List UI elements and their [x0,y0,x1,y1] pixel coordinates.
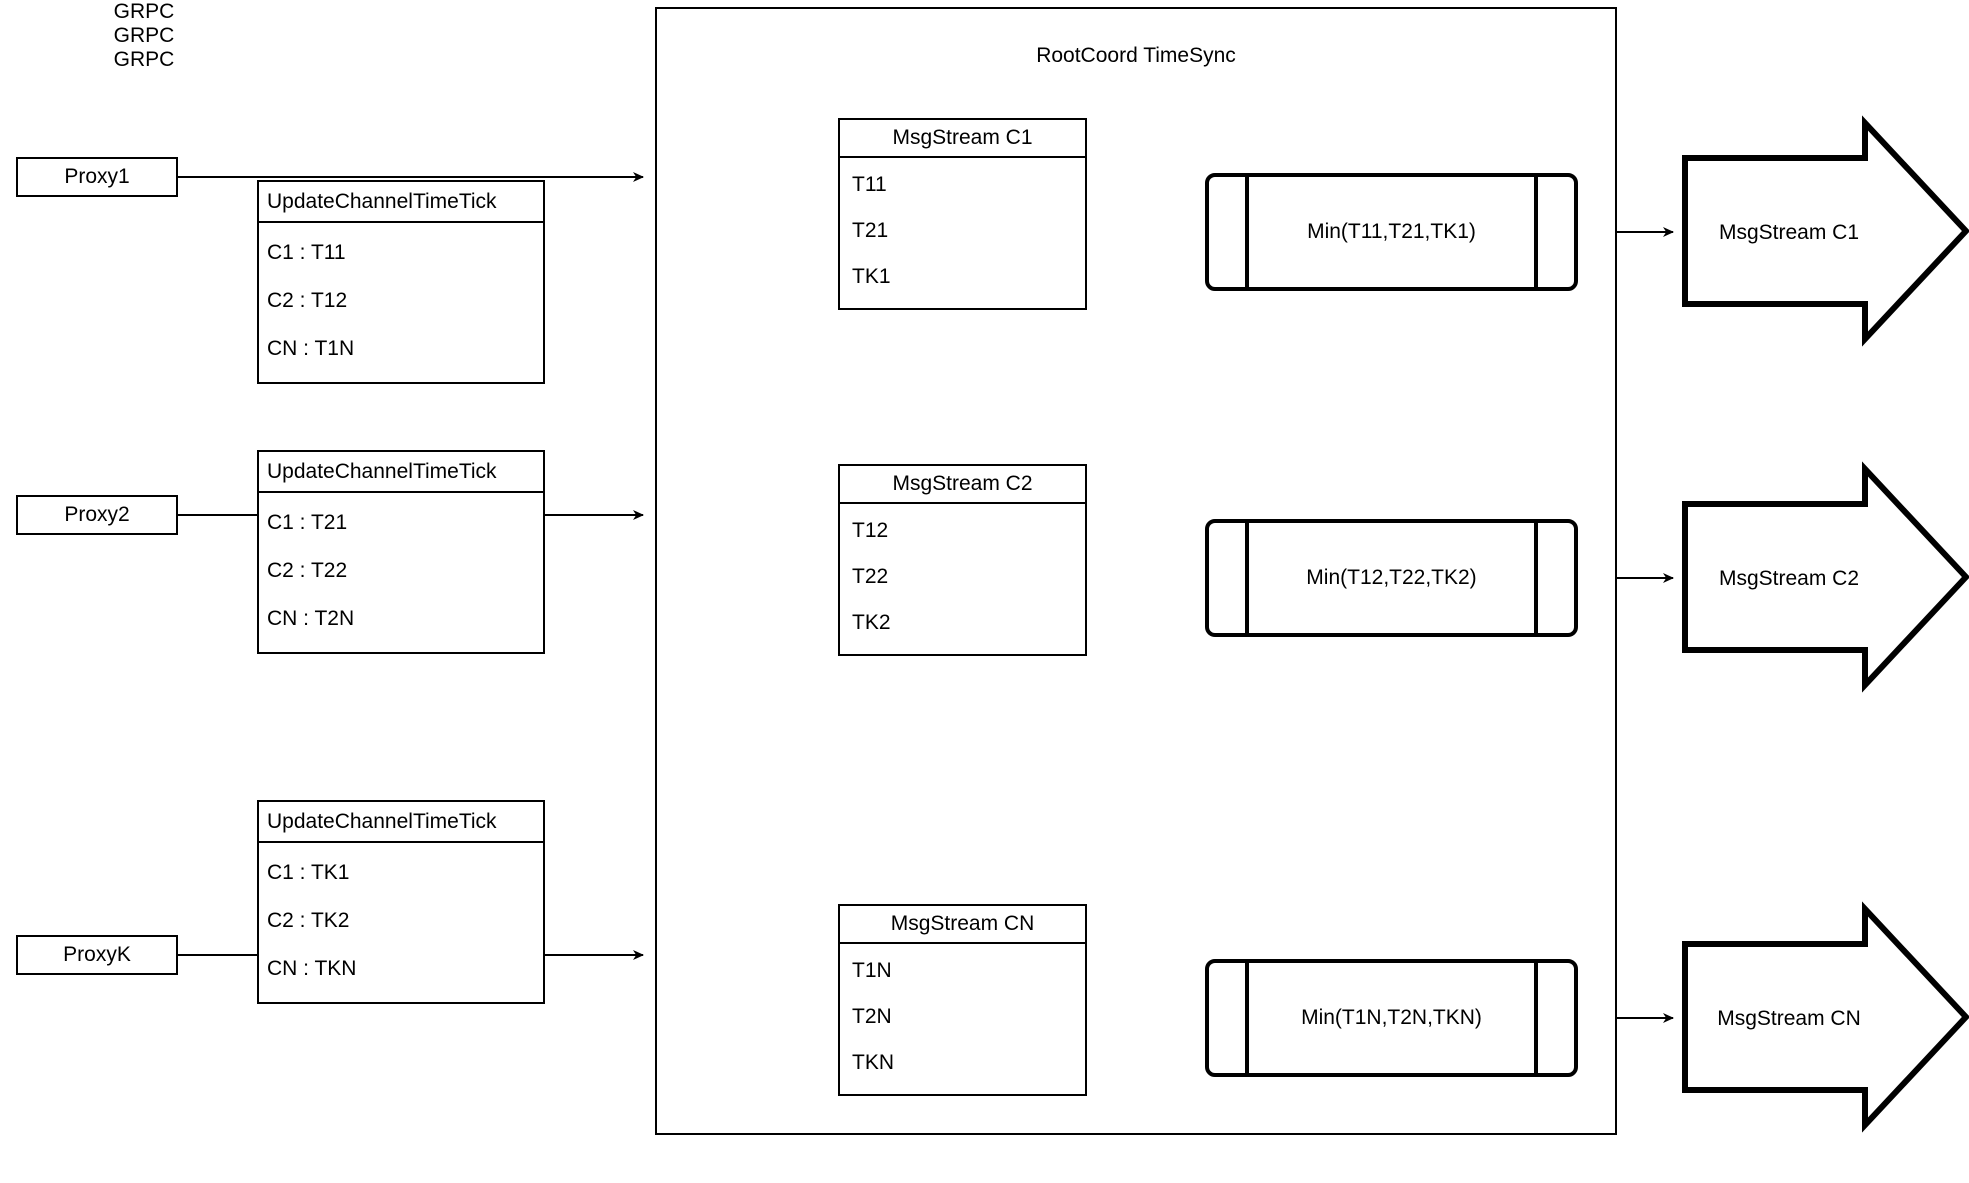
output-arrow-label-2: MsgStream C2 [1719,567,1859,590]
min-process-box-3: Min(T1N,T2N,TKN) [1205,959,1578,1077]
msgstream-row: TK1 [852,265,891,289]
msgstream-body-2: T12 T22 TK2 [840,504,1085,654]
tick-row: C1 : T21 [267,511,348,535]
grpc-label-3: GRPC [113,48,175,71]
grpc-label-1: GRPC [113,0,175,23]
tick-row: C2 : T22 [267,558,348,582]
msgstream-row: TKN [852,1051,894,1075]
tick-row: C2 : T12 [267,288,348,312]
min-process-label-2: Min(T12,T22,TK2) [1306,566,1477,589]
tick-table-body-3: C1 : TK1 C2 : TK2 CN : TKN [259,843,543,1002]
msgstream-row: T12 [852,519,889,543]
min-process-box-1: Min(T11,T21,TK1) [1205,173,1578,291]
msgstream-row: T1N [852,959,892,983]
output-arrow-2: MsgStream C2 [1682,461,1969,693]
tick-row: CN : T1N [267,336,355,360]
update-channel-timetick-table-2: UpdateChannelTimeTick C1 : T21 C2 : T22 … [257,450,545,654]
proxy-label-2: Proxy2 [64,503,130,526]
proxy-box-2[interactable]: Proxy2 [16,495,178,535]
rootcoord-timesync-title: RootCoord TimeSync [1036,44,1236,67]
output-arrow-label-3: MsgStream CN [1717,1007,1861,1030]
min-process-label-3: Min(T1N,T2N,TKN) [1301,1006,1482,1029]
msgstream-table-3: MsgStream CN T1N T2N TKN [838,904,1087,1096]
msgstream-header-3: MsgStream CN [840,906,1085,944]
update-channel-timetick-table-3: UpdateChannelTimeTick C1 : TK1 C2 : TK2 … [257,800,545,1004]
tick-row: C1 : TK1 [267,861,350,885]
proxy-box-1[interactable]: Proxy1 [16,157,178,197]
output-arrow-1: MsgStream C1 [1682,115,1969,347]
output-arrow-label-1: MsgStream C1 [1719,221,1859,244]
msgstream-header-1: MsgStream C1 [840,120,1085,158]
tick-table-body-1: C1 : T11 C2 : T12 CN : T1N [259,223,543,382]
proxy-label-3: ProxyK [63,943,131,966]
msgstream-body-3: T1N T2N TKN [840,944,1085,1094]
tick-row: C2 : TK2 [267,908,350,932]
process-bar-left-icon [1245,963,1249,1073]
msgstream-row: T2N [852,1005,892,1029]
min-process-box-2: Min(T12,T22,TK2) [1205,519,1578,637]
grpc-label-2: GRPC [113,24,175,47]
process-bar-right-icon [1534,523,1538,633]
msgstream-table-2: MsgStream C2 T12 T22 TK2 [838,464,1087,656]
msgstream-body-1: T11 T21 TK1 [840,158,1085,308]
tick-row: CN : TKN [267,956,357,980]
output-arrow-3: MsgStream CN [1682,901,1969,1133]
msgstream-table-1: MsgStream C1 T11 T21 TK1 [838,118,1087,310]
msgstream-row: T11 [852,173,887,197]
process-bar-right-icon [1534,177,1538,287]
msgstream-header-2: MsgStream C2 [840,466,1085,504]
msgstream-row: T21 [852,219,889,243]
tick-table-header-2: UpdateChannelTimeTick [259,452,543,493]
update-channel-timetick-table-1: UpdateChannelTimeTick C1 : T11 C2 : T12 … [257,180,545,384]
process-bar-left-icon [1245,177,1249,287]
proxy-box-3[interactable]: ProxyK [16,935,178,975]
tick-row: C1 : T11 [267,241,346,265]
msgstream-row: TK2 [852,611,891,635]
tick-table-body-2: C1 : T21 C2 : T22 CN : T2N [259,493,543,652]
process-bar-left-icon [1245,523,1249,633]
tick-table-header-3: UpdateChannelTimeTick [259,802,543,843]
proxy-label-1: Proxy1 [64,165,130,188]
min-process-label-1: Min(T11,T21,TK1) [1307,220,1476,243]
tick-row: CN : T2N [267,606,355,630]
msgstream-row: T22 [852,565,889,589]
process-bar-right-icon [1534,963,1538,1073]
tick-table-header-1: UpdateChannelTimeTick [259,182,543,223]
